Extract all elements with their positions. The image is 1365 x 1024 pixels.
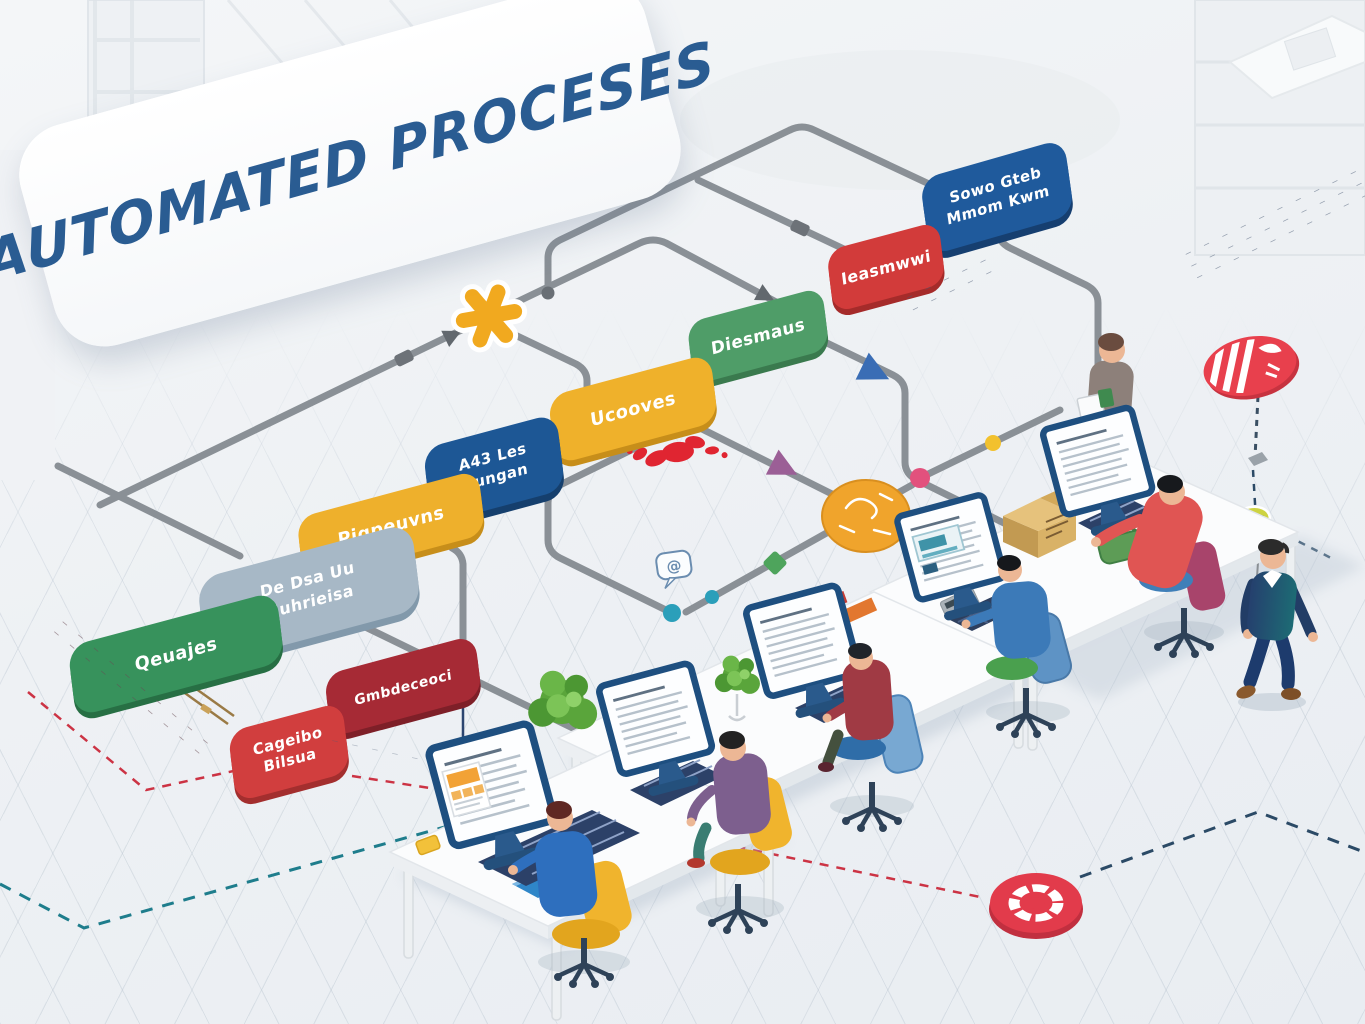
flow-node-start-blue: Sowo Gteb Mmom Kwm: [922, 143, 1073, 258]
monitor-4: [896, 494, 1012, 627]
pipe-end-cap: [541, 286, 555, 300]
flow-node-end-red: Cageibo Bilsua: [229, 705, 349, 805]
worker-1: [508, 801, 632, 988]
walking-man: [1236, 539, 1318, 711]
mention-bubble-icon: @: [655, 549, 693, 589]
svg-text:@: @: [665, 556, 682, 576]
dashed-route-navy-upper: [1251, 469, 1336, 562]
dashed-route-navy-right: [1079, 810, 1365, 879]
flow-arrow-purple: [765, 449, 798, 475]
junction-dot-yellow: [985, 435, 1001, 451]
workers: [508, 475, 1226, 988]
plants: [528, 655, 760, 730]
flow-arrow-blue: [855, 352, 890, 380]
worker-5: [1091, 475, 1226, 658]
striped-sign: [1203, 331, 1300, 466]
flow-arrow-gray: [441, 330, 462, 347]
junction-dot-teal: [663, 604, 681, 622]
worker-3: [818, 643, 924, 832]
monitors: [428, 407, 1161, 878]
worker-4: [961, 555, 1072, 738]
rope-knot: [200, 703, 212, 715]
doodle-badge: [821, 479, 911, 553]
yellow-tag: [415, 834, 441, 856]
plant-large: [528, 670, 598, 730]
monitor-1: [428, 723, 564, 878]
junction-dot-teal: [705, 590, 719, 604]
asterisk-icon: [450, 279, 528, 353]
pipe-clamp: [790, 219, 810, 237]
pipe-clamp: [394, 349, 414, 367]
flow-node-green: Diesmaus: [688, 290, 829, 388]
flow-node-green-2: Qeuajes: [69, 595, 283, 719]
fan-disc: [989, 873, 1083, 939]
splat-icon: [626, 436, 728, 467]
flow-node-red: Ieasmwwi: [828, 224, 945, 316]
flow-node-darkred: Gmbdeceoci: [326, 639, 481, 739]
junction-dot-pink: [910, 468, 930, 488]
flowchart-nodes: Sowo Gteb Mmom Kwm Ieasmwwi Diesmaus Uco…: [69, 143, 1073, 805]
flow-node-yellow: Ucooves: [549, 357, 717, 467]
worker-2: [686, 731, 792, 934]
flow-arrow-gray: [754, 284, 775, 301]
plant-small: [714, 655, 760, 722]
junction-diamond-green: [763, 551, 787, 575]
